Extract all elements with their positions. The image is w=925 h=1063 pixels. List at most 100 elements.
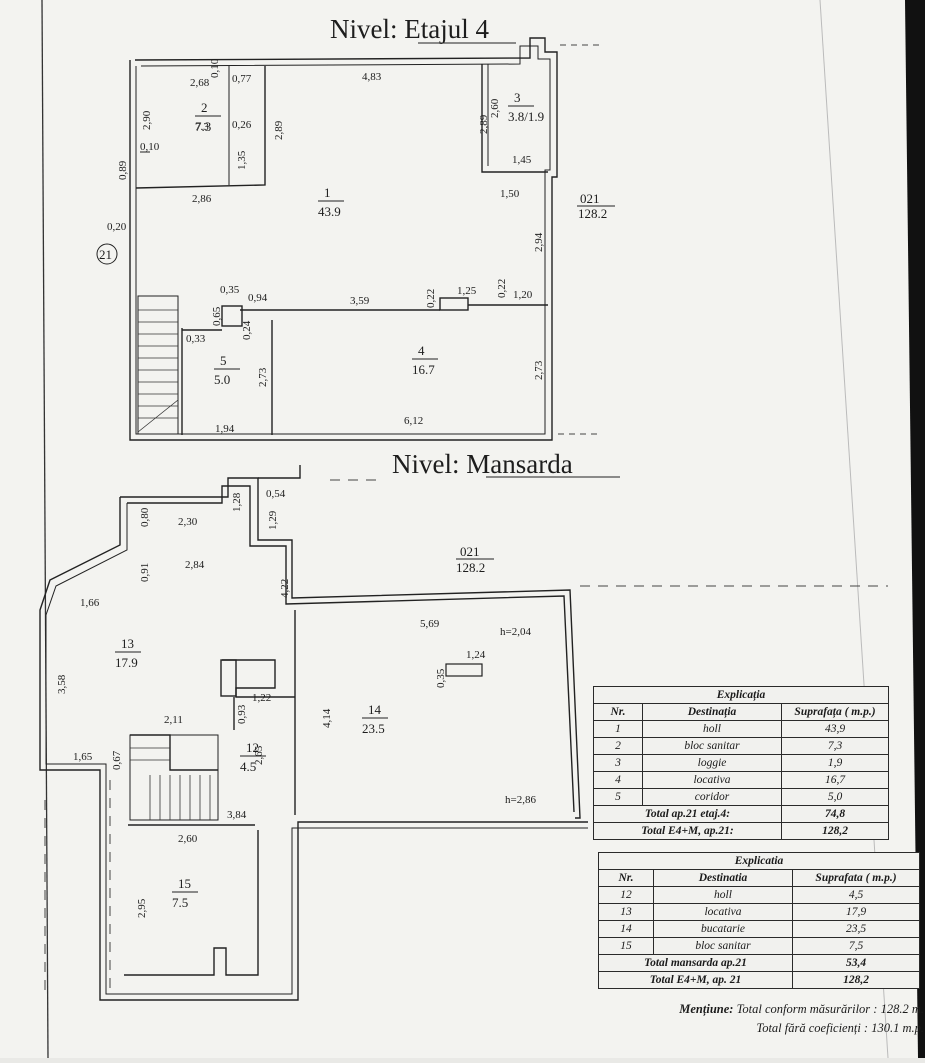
legend-cell-nr: 15 xyxy=(598,937,654,955)
upper_room-area: 3.8/1.9 xyxy=(508,109,544,124)
upper-stairs-treads xyxy=(137,309,179,433)
background-edge xyxy=(905,0,925,1058)
legend-cell-nr: 5 xyxy=(593,788,643,806)
legend-cell-dest: coridor xyxy=(642,788,782,806)
lower_room-number: 14 xyxy=(368,702,382,717)
dimension-label: 1,24 xyxy=(466,649,486,661)
lower-stairs-treads xyxy=(130,747,211,820)
dimension-label: 0,54 xyxy=(266,488,286,500)
legend-cell-area: 43,9 xyxy=(781,720,889,738)
upper_room-number: 5 xyxy=(220,353,227,368)
dimension-label: 4,83 xyxy=(362,71,382,83)
cadastral-tag-upper: 021 128.2 xyxy=(577,191,615,221)
legend-cell-nr: 13 xyxy=(598,903,654,921)
legend-cell-nr: 3 xyxy=(593,754,643,772)
legend-total-label: Total mansarda ap.21 xyxy=(598,954,793,972)
dimension-label: 1,45 xyxy=(512,154,532,166)
ceiling-height-2: h=2,86 xyxy=(505,794,536,806)
dimension-label: 0,10 xyxy=(209,58,221,78)
dimension-label: 1,35 xyxy=(236,150,248,170)
legend-cell-dest: holl xyxy=(653,886,793,904)
lower-dashed-lines xyxy=(44,479,888,990)
legend-cell-area: 16,7 xyxy=(781,771,889,789)
lower-plan-walls xyxy=(39,465,588,1001)
legend-cell-area: 23,5 xyxy=(792,920,920,938)
legend-caption: Explicatia xyxy=(598,852,920,870)
dimension-label: 2,60 xyxy=(178,833,198,845)
dimension-label: 0,33 xyxy=(186,333,206,345)
dimension-label: 0,77 xyxy=(232,73,252,85)
upper_room-number: 3 xyxy=(514,90,521,105)
dimension-label: 4,14 xyxy=(321,708,333,728)
legend-cell-nr: 12 xyxy=(598,886,654,904)
legend-cell-area: 17,9 xyxy=(792,903,920,921)
dimension-label: 0,91 xyxy=(139,563,151,582)
legend-total-label: Total ap.21 etaj.4: xyxy=(593,805,782,823)
svg-text:021: 021 xyxy=(460,544,480,559)
lower_room-area: 7.5 xyxy=(172,895,188,910)
col-suprafata: Suprafata ( m.p.) xyxy=(792,869,920,887)
mention-note: Mențiune: Total conform măsurărilor : 12… xyxy=(560,1000,924,1038)
dimension-label: 1,28 xyxy=(231,492,243,512)
mention-label: Mențiune: xyxy=(679,1002,734,1016)
dimension-label: 1,65 xyxy=(73,751,93,763)
ceiling-height-1: h=2,04 xyxy=(500,626,531,638)
dimension-label: 0,80 xyxy=(139,507,151,527)
col-destinatia: Destinatia xyxy=(653,869,793,887)
legend-cell-area: 7,3 xyxy=(781,737,889,755)
dimension-label: 6,12 xyxy=(404,415,423,427)
legend-table-upper: Explicația Nr. Destinația Suprafața ( m.… xyxy=(593,686,889,840)
dimension-label: 1,25 xyxy=(457,285,477,297)
dimension-label: 2,86 xyxy=(192,193,212,205)
left-border-line xyxy=(41,0,49,1059)
dimension-label: 0,67 xyxy=(111,750,123,770)
legend-cell-nr: 14 xyxy=(598,920,654,938)
dimension-label: 1,22 xyxy=(252,692,271,704)
cadastral-tag-lower: 021 128.2 xyxy=(456,544,494,575)
upper_room-area: 43.9 xyxy=(318,204,341,219)
lower_room-area: 23.5 xyxy=(362,721,385,736)
col-nr: Nr. xyxy=(598,869,654,887)
upper_room-number: 1 xyxy=(324,185,331,200)
dimension-label: 0,10 xyxy=(140,141,160,153)
dimension-label: 2,73 xyxy=(257,367,269,387)
upper_room-number: 4 xyxy=(418,343,425,358)
dimension-label: 2,89 xyxy=(273,120,285,140)
dimension-label: 1,50 xyxy=(500,188,520,200)
legend-cell-nr: 2 xyxy=(593,737,643,755)
legend-total-label: Total E4+M, ap.21: xyxy=(593,822,782,840)
legend-cell-area: 1,9 xyxy=(781,754,889,772)
legend-total-label: Total E4+M, ap. 21 xyxy=(598,971,793,989)
col-suprafata: Suprafața ( m.p.) xyxy=(781,703,889,721)
lower_room-area: 4.5 xyxy=(240,759,256,774)
dimension-label: 2,30 xyxy=(178,516,198,528)
dimension-label: 1,20 xyxy=(513,289,533,301)
dimension-label: 2,65 xyxy=(253,745,265,765)
legend-cell-area: 5,0 xyxy=(781,788,889,806)
lower_room-number: 15 xyxy=(178,876,191,891)
dimension-label: 2,84 xyxy=(185,559,205,571)
dimension-label: 2,94 xyxy=(533,232,545,252)
mention-line-2: Total fără coeficienți : 130.1 m.p. xyxy=(756,1021,924,1035)
legend-cell-area: 4,5 xyxy=(792,886,920,904)
legend-caption: Explicația xyxy=(593,686,889,704)
upper_room-number: 2 xyxy=(201,100,208,115)
dimension-label: 0,22 xyxy=(496,279,508,298)
dimension-label: 0,26 xyxy=(232,119,252,131)
dimension-label: 0,65 xyxy=(211,306,223,326)
axis-marker-circle xyxy=(96,243,118,265)
legend-total-value: 53,4 xyxy=(792,954,920,972)
dimension-label: 0,94 xyxy=(248,292,268,304)
